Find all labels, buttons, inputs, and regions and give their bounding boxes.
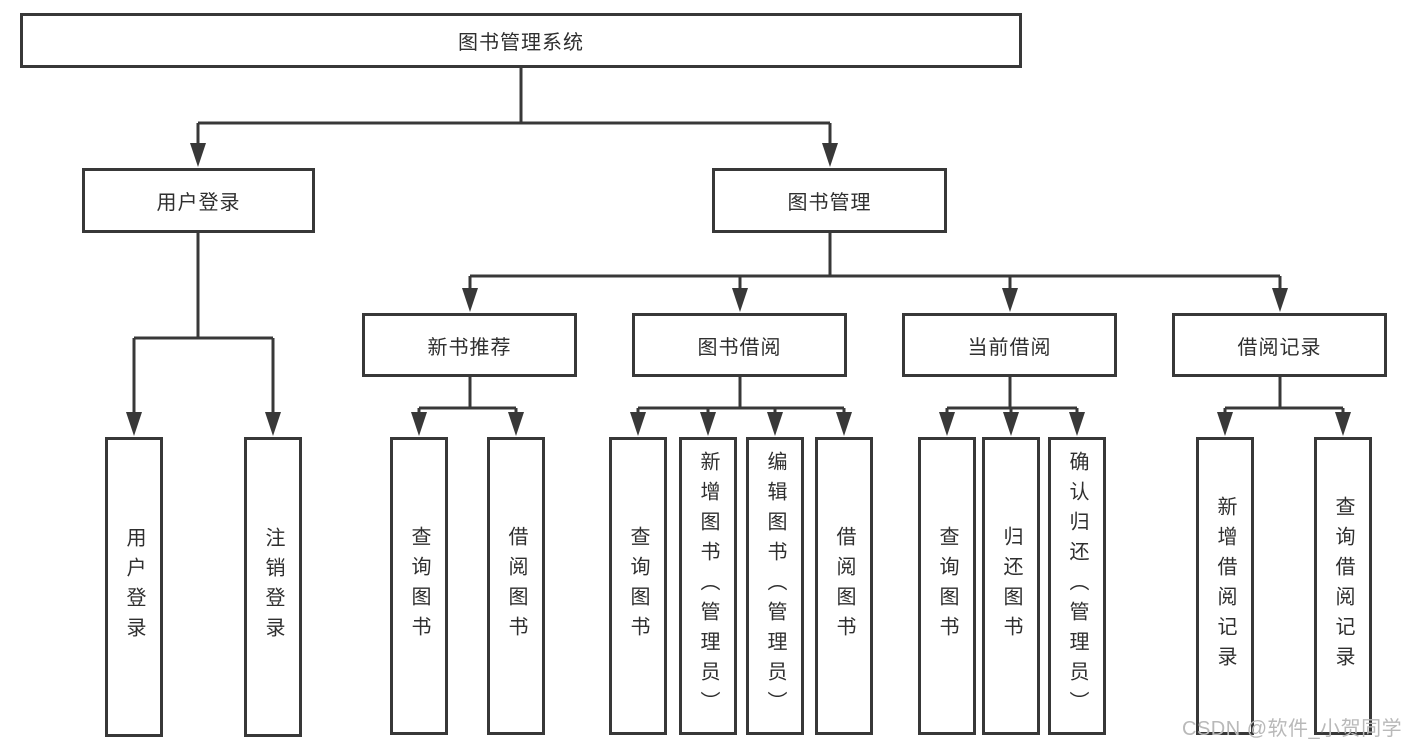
leaf-cb-confirm-return-admin: 确认归还（管理员） — [1048, 437, 1106, 735]
node-book-management-branch: 图书管理 — [712, 168, 947, 233]
leaf-bb-edit-books-admin: 编辑图书（管理员） — [746, 437, 804, 735]
leaf-user-login: 用户登录 — [105, 437, 163, 737]
node-borrowing-records: 借阅记录 — [1172, 313, 1387, 377]
node-new-book-recommendation: 新书推荐 — [362, 313, 577, 377]
leaf-nbr-borrow-books: 借阅图书 — [487, 437, 545, 735]
connector-paths — [132, 68, 1345, 419]
node-user-login-branch: 用户登录 — [82, 168, 315, 233]
leaf-br-add-record: 新增借阅记录 — [1196, 437, 1254, 735]
leaf-cb-return-books: 归还图书 — [982, 437, 1040, 735]
node-current-borrowing: 当前借阅 — [902, 313, 1117, 377]
leaf-logout: 注销登录 — [244, 437, 302, 737]
leaf-bb-borrow-books: 借阅图书 — [815, 437, 873, 735]
node-library-management-system: 图书管理系统 — [20, 13, 1022, 68]
leaf-cb-query-books: 查询图书 — [918, 437, 976, 735]
leaf-bb-query-books: 查询图书 — [609, 437, 667, 735]
leaf-nbr-query-books: 查询图书 — [390, 437, 448, 735]
csdn-watermark: CSDN @软件_小贺同学 — [1182, 718, 1403, 740]
leaf-bb-add-books-admin: 新增图书（管理员） — [679, 437, 737, 735]
arrowheads — [126, 143, 1351, 436]
node-book-borrowing: 图书借阅 — [632, 313, 847, 377]
leaf-br-query-record: 查询借阅记录 — [1314, 437, 1372, 735]
